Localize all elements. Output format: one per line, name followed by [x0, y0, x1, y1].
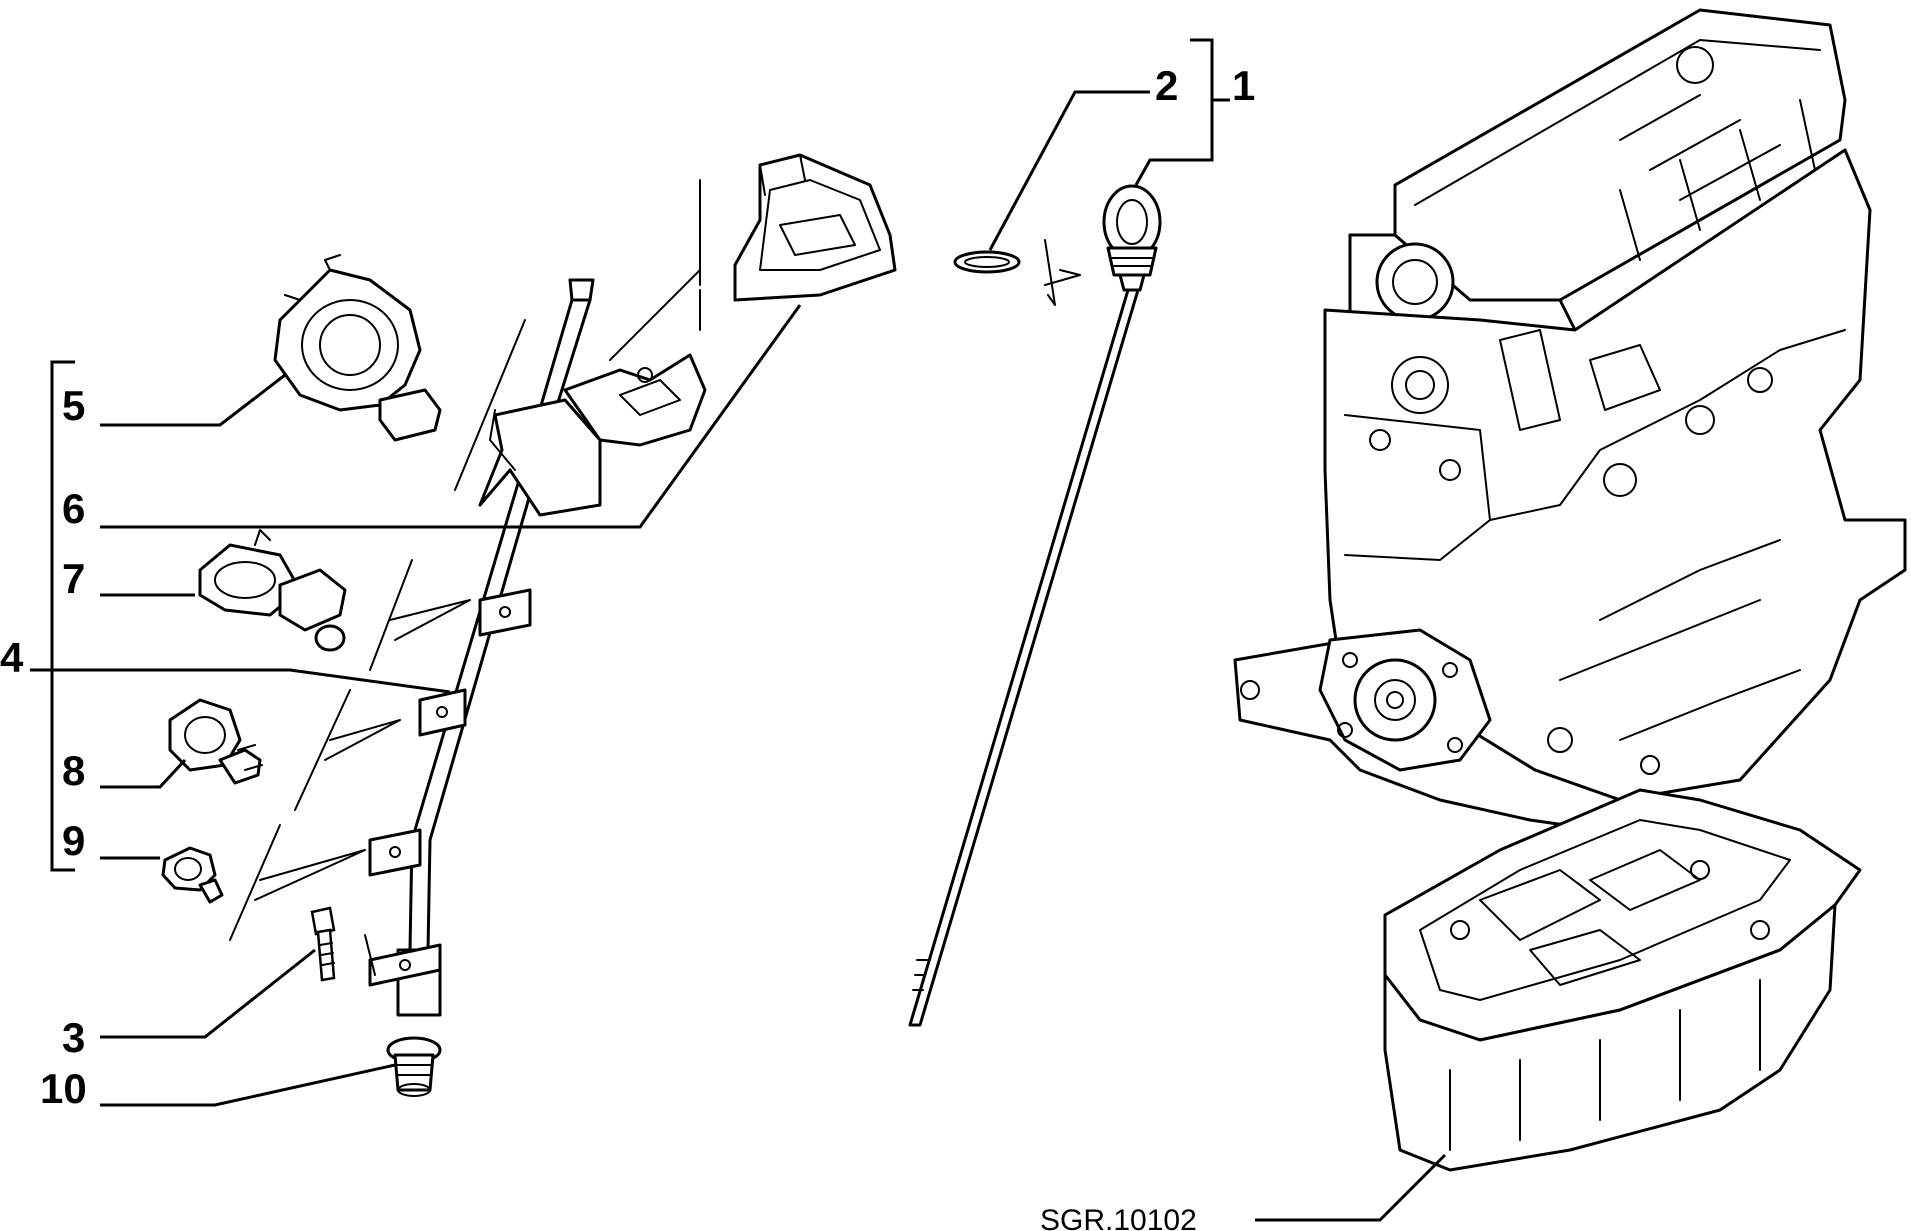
callout-1: 1 — [1232, 62, 1255, 109]
callout-5: 5 — [62, 382, 85, 429]
callout-7: 7 — [62, 555, 85, 602]
engine-block-illustration — [1233, 8, 1907, 832]
break-symbol — [364, 934, 376, 976]
break-symbol — [294, 689, 401, 811]
callout-2: 2 — [1155, 62, 1178, 109]
break-symbol — [229, 824, 366, 941]
clip-with-stud-illustration — [198, 529, 347, 652]
callout-8: 8 — [62, 747, 85, 794]
oil-dipstick-illustration — [908, 184, 1162, 1027]
grommet-illustration — [386, 1036, 442, 1097]
guide-tube-illustration — [368, 278, 707, 1017]
seal-ring-illustration — [953, 250, 1021, 274]
pipe-clip-illustration — [168, 698, 263, 785]
mounting-bracket-illustration — [733, 153, 897, 302]
callout-4: 4 — [0, 634, 24, 681]
fixing-bolt-illustration — [310, 906, 336, 982]
hose-clamp-illustration — [273, 254, 442, 442]
break-symbol — [454, 319, 526, 491]
callout-6: 6 — [62, 485, 85, 532]
break-symbol — [609, 179, 701, 361]
small-clip-illustration — [161, 846, 224, 904]
reference-code: SGR.10102 — [1040, 1204, 1197, 1231]
break-symbol — [1044, 239, 1081, 306]
callout-3: 3 — [62, 1014, 85, 1061]
oil-sump-illustration — [1383, 788, 1862, 1172]
callout-9: 9 — [62, 817, 85, 864]
callout-10: 10 — [40, 1065, 87, 1112]
break-symbol — [369, 559, 471, 671]
